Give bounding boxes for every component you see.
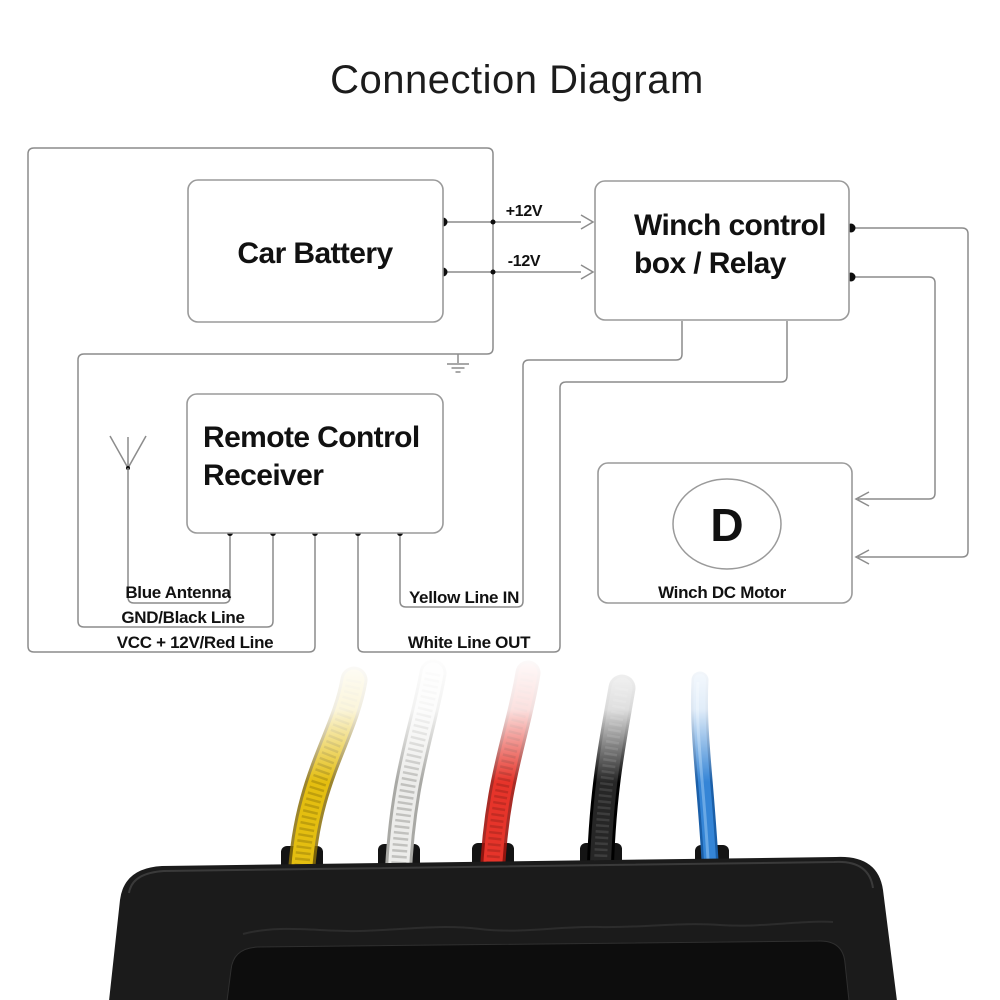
receiver-photo xyxy=(109,648,897,1000)
motor-arrow-inner xyxy=(846,272,936,507)
yellow-in-callout xyxy=(399,321,683,608)
winch-control-label-line1: Winch control xyxy=(634,209,826,242)
antenna-icon xyxy=(109,435,147,470)
motor-symbol: D xyxy=(710,499,743,551)
vcc-red-label: VCC + 12V/Red Line xyxy=(117,633,274,652)
remote-receiver-box xyxy=(186,393,444,534)
white-out-label: White Line OUT xyxy=(408,633,531,652)
receiver-label-line2: Receiver xyxy=(203,459,324,492)
plus-12v-label: +12V xyxy=(506,203,543,220)
gnd-black-label: GND/Black Line xyxy=(121,608,244,627)
white-out-callout xyxy=(357,321,788,653)
winch-control-box xyxy=(594,180,850,321)
page-title: Connection Diagram xyxy=(330,58,704,102)
device-mold-line xyxy=(242,920,834,935)
device-recessed-panel xyxy=(226,940,850,1000)
motor-circle xyxy=(672,478,782,570)
device-top-ridge xyxy=(128,860,874,894)
motor-arrow-outer xyxy=(846,223,969,565)
receiver-label-line1: Remote Control xyxy=(203,421,420,454)
ground-symbol xyxy=(447,354,469,373)
minus-12v-label: -12V xyxy=(508,253,541,270)
winch-control-label-line2: box / Relay xyxy=(634,247,787,280)
arrow-right-icon xyxy=(580,264,595,280)
diagram-lines xyxy=(27,147,969,653)
receiver-device-body xyxy=(109,856,897,1000)
arrow-right-icon xyxy=(580,214,595,230)
blue-antenna-label: Blue Antenna xyxy=(125,583,231,602)
battery-loop-path xyxy=(27,147,494,653)
car-battery-label: Car Battery xyxy=(237,237,393,270)
arrow-left-icon xyxy=(854,491,870,507)
car-battery-box xyxy=(187,179,444,323)
blue-antenna-callout xyxy=(127,468,231,604)
arrow-left-icon xyxy=(854,549,870,565)
wire-fade-overlay xyxy=(255,648,745,782)
yellow-in-label: Yellow Line IN xyxy=(409,588,519,607)
motor-label: Winch DC Motor xyxy=(658,583,787,602)
